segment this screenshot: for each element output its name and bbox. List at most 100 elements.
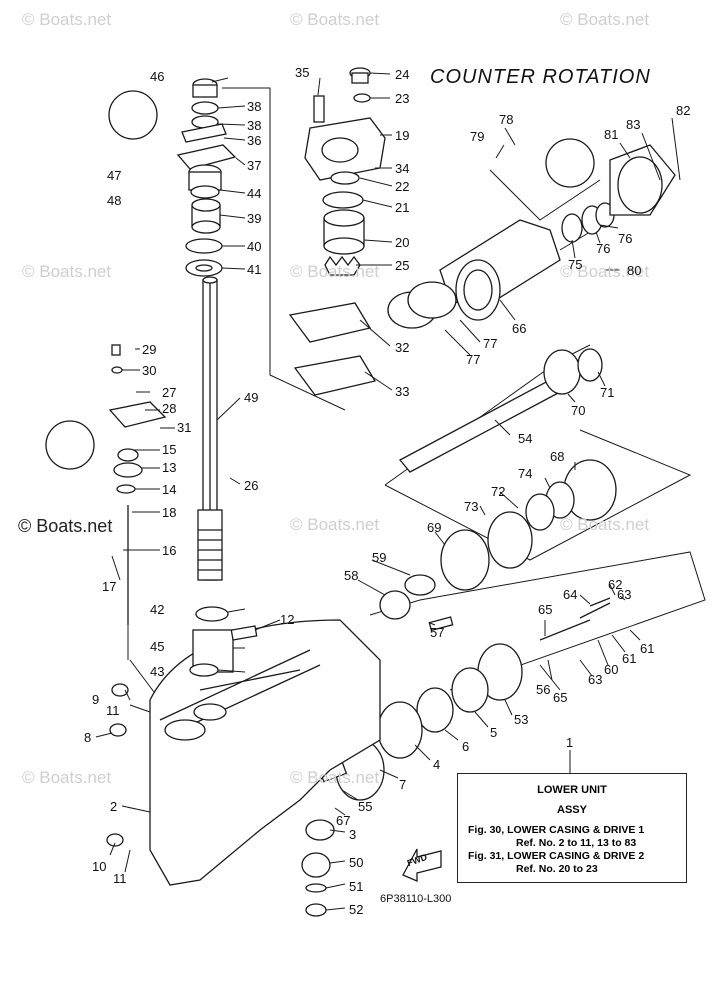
watermark: © Boats.net xyxy=(290,768,380,787)
callout-label: 1 xyxy=(566,735,574,750)
watermark: © Boats.net xyxy=(290,10,380,29)
legend-line: Ref. No. 2 to 11, 13 to 83 xyxy=(516,837,637,849)
callout-label: 5 xyxy=(490,725,498,740)
callout-label: 40 xyxy=(247,239,262,254)
callout-label: 56 xyxy=(536,682,551,697)
callout-label: 14 xyxy=(162,482,177,497)
callout-label: 68 xyxy=(550,449,565,464)
callout-label: 9 xyxy=(92,692,100,707)
callout-label: 49 xyxy=(244,390,259,405)
callout-label: 73 xyxy=(464,499,479,514)
callout-label: 11 xyxy=(113,871,127,886)
callout-label: 47 xyxy=(107,168,122,183)
callout-label: 83 xyxy=(626,117,641,132)
assembly-legend-box: LOWER UNIT ASSY Fig. 30, LOWER CASING & … xyxy=(457,773,687,883)
callout-label: 22 xyxy=(395,179,410,194)
callout-label: 26 xyxy=(244,478,259,493)
callout-label: 18 xyxy=(162,505,177,520)
shaft-housing xyxy=(387,144,676,329)
callout-label: 45 xyxy=(150,639,165,654)
callout-label: 52 xyxy=(349,902,364,917)
callout-label: 76 xyxy=(618,231,633,246)
callout-label: 32 xyxy=(395,340,410,355)
callout-label: 64 xyxy=(563,587,578,602)
callout-label: 67 xyxy=(336,813,351,828)
callout-label: 29 xyxy=(142,342,157,357)
callout-label: 19 xyxy=(395,128,410,143)
legend-name: LOWER UNIT xyxy=(537,784,607,796)
callout-label: 48 xyxy=(107,193,122,208)
callout-label: 35 xyxy=(295,65,310,80)
callout-label: 46 xyxy=(150,69,165,84)
callout-label: 74 xyxy=(518,466,533,481)
legend-line: Fig. 30, LOWER CASING & DRIVE 1 xyxy=(468,824,645,836)
callout-label: 70 xyxy=(571,403,586,418)
watermark-dark: © Boats.net xyxy=(18,516,113,536)
callout-label: 50 xyxy=(349,855,364,870)
callout-label: 55 xyxy=(358,799,373,814)
callout-label: 30 xyxy=(142,363,157,378)
callout-label: 34 xyxy=(395,161,410,176)
callout-label: 63 xyxy=(588,672,603,687)
watermark: © Boats.net xyxy=(560,262,650,281)
callout-label: 12 xyxy=(280,612,295,627)
callout-label: 82 xyxy=(676,103,691,118)
callout-label: 2 xyxy=(110,799,118,814)
propeller-shaft xyxy=(379,348,617,632)
callout-label: 66 xyxy=(512,321,527,336)
callout-label: 77 xyxy=(466,352,481,367)
callout-label: 65 xyxy=(553,690,568,705)
legend-line: Fig. 31, LOWER CASING & DRIVE 2 xyxy=(468,850,645,862)
leader-lines xyxy=(95,72,681,911)
watermark: © Boats.net xyxy=(22,262,112,281)
callout-label: 41 xyxy=(247,262,262,277)
callout-label: 7 xyxy=(399,777,407,792)
callout-label: 77 xyxy=(483,336,498,351)
callout-label: 39 xyxy=(247,211,262,226)
callout-label: 71 xyxy=(600,385,615,400)
watermark: © Boats.net xyxy=(560,515,650,534)
callout-label: 31 xyxy=(177,420,192,435)
callout-label: 37 xyxy=(247,158,262,173)
callout-label: 3 xyxy=(349,827,357,842)
callout-label: 63 xyxy=(617,587,632,602)
watermark: © Boats.net xyxy=(22,768,112,787)
callout-label: 11 xyxy=(106,703,120,718)
callout-label: 58 xyxy=(344,568,359,583)
forward-arrow xyxy=(402,848,442,882)
legend-sub: ASSY xyxy=(557,804,587,816)
callout-label: 51 xyxy=(349,879,364,894)
callout-label: 25 xyxy=(395,258,410,273)
callout-label: 61 xyxy=(622,651,637,666)
callout-label: 42 xyxy=(150,602,165,617)
callout-label: 62 xyxy=(608,577,623,592)
callout-label: 72 xyxy=(491,484,506,499)
callout-label: 57 xyxy=(430,625,445,640)
callout-label: 78 xyxy=(499,112,514,127)
callout-label: 36 xyxy=(247,133,262,148)
callout-label: 43 xyxy=(150,664,165,679)
callout-label: 16 xyxy=(162,543,177,558)
callout-label: 21 xyxy=(395,200,410,215)
drawing-number: 6P38110-L300 xyxy=(380,893,452,905)
callout-label: 15 xyxy=(162,442,177,457)
callout-label: 23 xyxy=(395,91,410,106)
callout-label: 65 xyxy=(538,602,553,617)
lower-casing xyxy=(149,619,381,886)
callout-label: 38 xyxy=(247,99,262,114)
callout-label: 76 xyxy=(596,241,611,256)
callout-label: 61 xyxy=(640,641,655,656)
grease-symbols xyxy=(45,90,595,470)
callout-label: 81 xyxy=(604,127,619,142)
legend-line: Ref. No. 20 to 23 xyxy=(516,863,598,875)
callout-label: 13 xyxy=(162,460,177,475)
callout-label: 6 xyxy=(462,739,470,754)
callout-label: 24 xyxy=(395,67,410,82)
callout-label: 10 xyxy=(92,859,107,874)
callout-label: 4 xyxy=(433,757,441,772)
water-pump-parts xyxy=(288,67,386,396)
callout-label: 69 xyxy=(427,520,442,535)
callout-label: 8 xyxy=(84,730,92,745)
callout-label: 54 xyxy=(518,431,533,446)
